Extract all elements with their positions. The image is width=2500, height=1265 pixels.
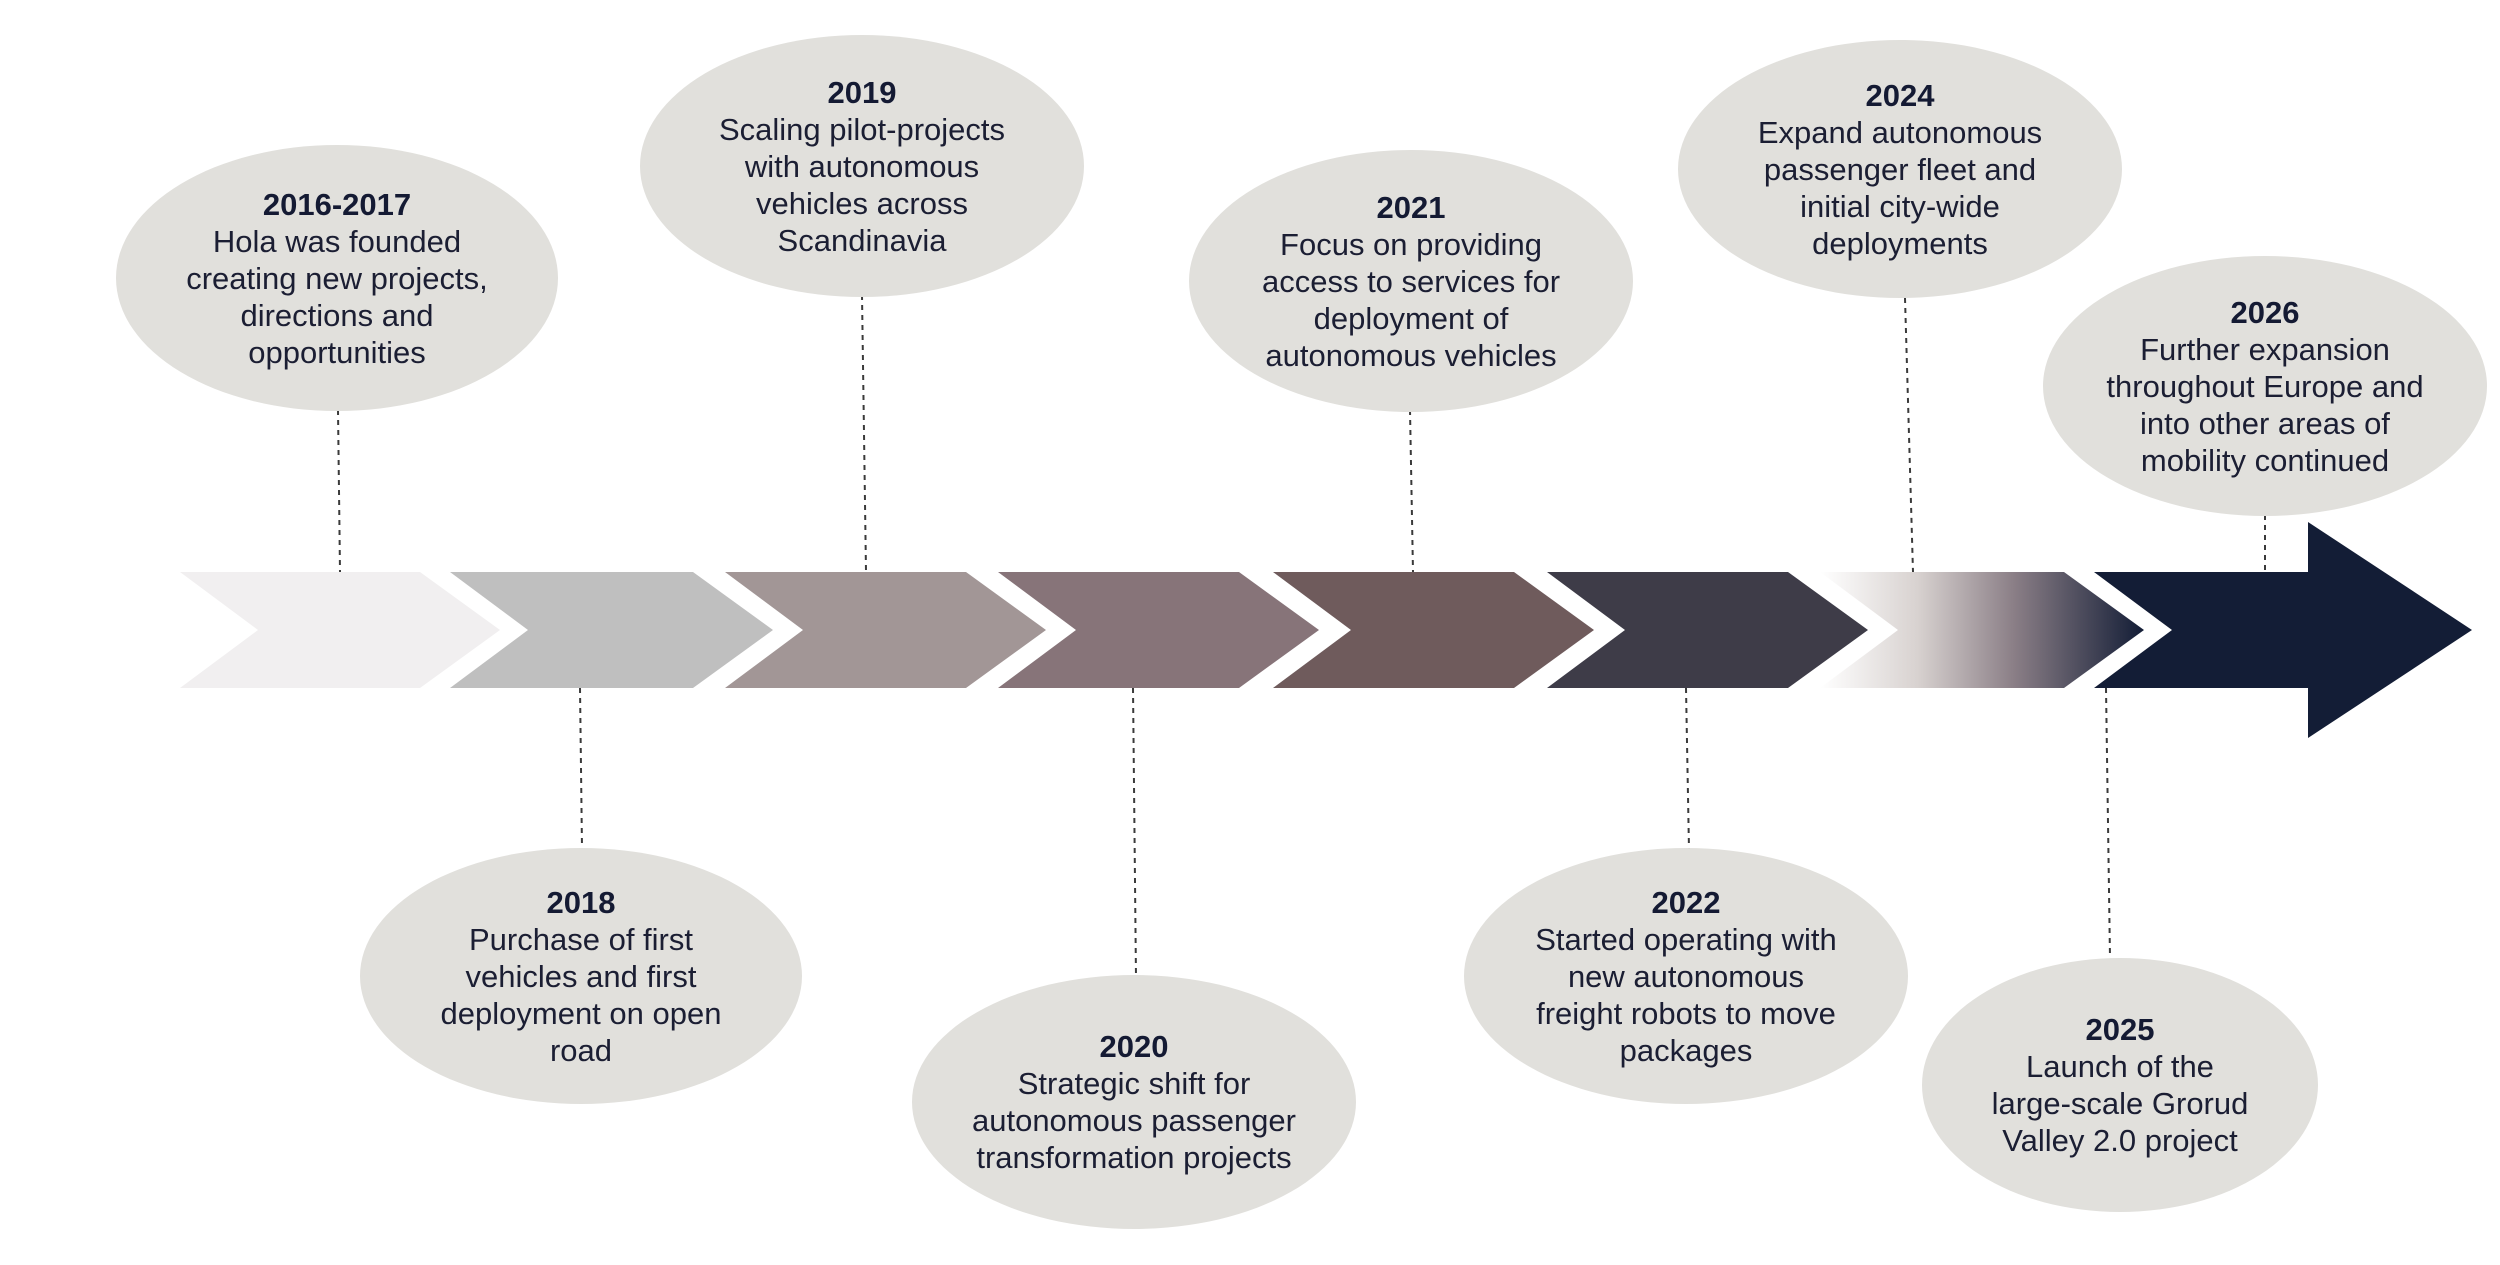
milestone-desc-line: large-scale Grorud [1991, 1086, 2249, 1121]
milestone-2018: 2018 Purchase of first vehicles and firs… [360, 848, 802, 1104]
milestone-desc-line: new autonomous [1567, 958, 1805, 994]
milestone-year: 2018 [546, 884, 616, 920]
milestone-desc-line: throughout Europe and [2106, 368, 2424, 404]
milestone-year: 2022 [1651, 884, 1721, 920]
milestone-desc-line: Further expansion [2140, 331, 2390, 367]
milestone-desc-line: passenger fleet and [1763, 151, 2037, 187]
milestone-year: 2021 [1376, 189, 1446, 225]
milestone-desc-line: Purchase of first [469, 921, 693, 957]
milestone-desc-line: Scaling pilot-projects [718, 111, 1006, 147]
connector-m2025 [2105, 687, 2111, 959]
connector-lines [337, 294, 2266, 979]
milestone-desc-line: deployment of [1313, 300, 1509, 336]
chevron-5 [1273, 572, 1594, 688]
milestone-year: 2016-2017 [262, 186, 412, 222]
milestone-desc-line: freight robots to move [1536, 995, 1836, 1031]
chevron-6 [1547, 572, 1868, 688]
milestone-year: 2026 [2230, 294, 2300, 330]
milestone-2022: 2022 Started operating with new autonomo… [1464, 848, 1908, 1104]
milestone-year: 2025 [2085, 1012, 2155, 1047]
milestone-desc-line: deployment on open [440, 995, 722, 1031]
chevron-band [180, 522, 2472, 738]
milestone-desc-line: transformation projects [976, 1140, 1292, 1175]
milestone-desc-line: Focus on providing [1280, 226, 1542, 262]
connector-m2024 [1904, 297, 1914, 573]
connector-m2016 [337, 409, 341, 573]
arrow-head [2094, 522, 2472, 738]
milestone-year: 2020 [1099, 1029, 1169, 1064]
milestone-desc-line: packages [1619, 1032, 1753, 1068]
milestone-year: 2024 [1865, 77, 1935, 113]
milestone-2024: 2024 Expand autonomous passenger fleet a… [1678, 40, 2122, 298]
milestone-desc-line: Scandinavia [777, 222, 947, 258]
connector-m2022 [1685, 687, 1690, 851]
milestone-desc-line: vehicles and first [465, 958, 697, 994]
milestone-desc-line: access to services for [1261, 263, 1561, 299]
milestone-desc-line: into other areas of [2140, 405, 2390, 441]
milestone-desc-line: Strategic shift for [1017, 1066, 1251, 1101]
milestone-desc-line: vehicles across [756, 185, 968, 221]
chevron-2 [450, 572, 773, 688]
milestone-2025: 2025 Launch of the large-scale Grorud Va… [1922, 958, 2318, 1212]
chevron-1 [180, 572, 500, 688]
milestone-2019: 2019 Scaling pilot-projects with autonom… [640, 35, 1084, 297]
milestone-desc-line: Expand autonomous [1757, 114, 2043, 150]
milestone-desc-line: Started operating with [1535, 921, 1837, 957]
milestone-desc-line: with autonomous [744, 148, 980, 184]
milestone-desc-line: creating new projects, [186, 260, 488, 296]
milestone-year: 2019 [827, 74, 897, 110]
milestone-desc-line: directions and [240, 297, 434, 333]
milestone-desc-line: autonomous passenger [971, 1103, 1296, 1138]
milestone-desc-line: Launch of the [2026, 1049, 2214, 1084]
milestone-desc-line: deployments [1812, 225, 1988, 261]
milestone-desc-line: autonomous vehicles [1265, 337, 1557, 373]
milestone-2026: 2026 Further expansion throughout Europe… [2043, 256, 2487, 516]
milestone-2016-2017: 2016-2017 Hola was founded creating new … [116, 145, 558, 411]
milestone-desc-line: initial city-wide [1800, 188, 2000, 224]
milestone-2020: 2020 Strategic shift for autonomous pass… [912, 975, 1356, 1229]
milestone-desc-line: road [549, 1032, 613, 1068]
chevron-7 [1820, 572, 2144, 688]
chevron-4 [998, 572, 1319, 688]
connector-m2018 [579, 687, 583, 849]
milestone-desc-line: Hola was founded [212, 223, 462, 259]
milestone-desc-line: Valley 2.0 project [2002, 1123, 2238, 1158]
milestone-desc-line: mobility continued [2140, 442, 2390, 478]
connector-m2021 [1409, 409, 1414, 573]
milestone-desc-line: opportunities [248, 334, 426, 370]
chevron-3 [725, 572, 1046, 688]
milestone-2021: 2021 Focus on providing access to servic… [1189, 150, 1633, 412]
connector-m2020 [1132, 687, 1137, 979]
connector-m2019 [861, 294, 867, 573]
